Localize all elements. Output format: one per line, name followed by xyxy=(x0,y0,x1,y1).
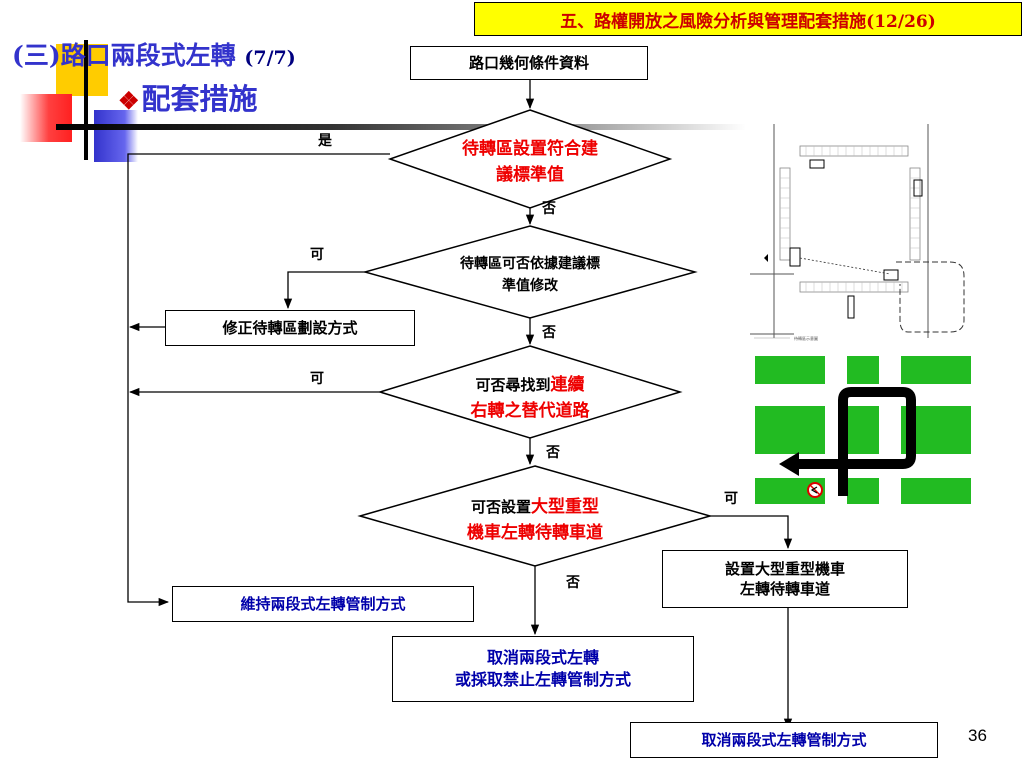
set-lane-line1: 設置大型重型機車 xyxy=(724,559,845,578)
road-block-top-left xyxy=(755,356,825,384)
start-box: 路口幾何條件資料 xyxy=(410,46,648,80)
page-subtitle: ❖配套措施 xyxy=(118,76,258,118)
decor-blue-square xyxy=(94,110,138,162)
decision1-text: 待轉區設置符合建 議標準值 xyxy=(430,136,630,189)
final-cancel-box: 取消兩段式左轉管制方式 xyxy=(630,722,938,758)
label-yes: 是 xyxy=(318,133,332,149)
decision4-highlight: 大型重型 xyxy=(531,497,599,517)
label-no-3: 否 xyxy=(546,445,560,461)
set-heavy-motorcycle-lane-box: 設置大型重型機車 左轉待轉車道 xyxy=(662,550,908,608)
road-block-top-right xyxy=(901,356,971,384)
decision1-line1: 待轉區設置符合建 xyxy=(462,139,598,159)
decor-yellow-square xyxy=(56,44,108,96)
p-turn-road-diagram xyxy=(755,356,971,504)
section-title: (三)路口兩段式左轉 (7/7) xyxy=(12,36,296,72)
decor-horizontal-rule xyxy=(56,124,746,130)
section-title-text: (三)路口兩段式左轉 xyxy=(12,41,236,70)
decision2-line1: 待轉區可否依據建議標 xyxy=(460,256,600,272)
decision3-highlight: 連續 xyxy=(550,375,585,395)
decision4-text: 可否設置大型重型 機車左轉待轉車道 xyxy=(420,494,650,547)
decor-vertical-line xyxy=(84,40,88,160)
modify-zone-box: 修正待轉區劃設方式 xyxy=(165,310,415,346)
decision4-pre: 可否設置 xyxy=(470,498,531,516)
intersection-sketch: 待轉區示意圖 xyxy=(750,124,976,342)
label-no-1: 否 xyxy=(542,201,556,217)
section-page-indicator: (7/7) xyxy=(244,47,296,69)
decision2-line2: 準值修改 xyxy=(502,277,558,294)
p-turn-path xyxy=(795,387,916,496)
cancel-box-line2: 或採取禁止左轉管制方式 xyxy=(454,670,631,689)
cancel-box-line1: 取消兩段式左轉 xyxy=(486,648,599,668)
page-number: 36 xyxy=(968,726,987,745)
label-no-4: 否 xyxy=(566,575,580,591)
set-lane-line2: 左轉待轉車道 xyxy=(739,580,830,598)
decision4-line1: 可否設置大型重型 xyxy=(420,494,650,520)
road-block-middle-left xyxy=(755,406,825,454)
road-block-top-center xyxy=(847,356,879,384)
decision3-pre: 可否尋找到 xyxy=(475,376,551,394)
road-block-bottom-right xyxy=(901,478,971,504)
left-arrow-icon xyxy=(779,452,799,476)
cancel-two-stage-box: 取消兩段式左轉 或採取禁止左轉管制方式 xyxy=(392,636,694,702)
label-can-4: 可 xyxy=(724,491,738,507)
decision3-line2: 右轉之替代道路 xyxy=(470,401,590,422)
road-block-center xyxy=(847,406,879,454)
decision4-line2: 機車左轉待轉車道 xyxy=(467,523,603,544)
diamond-bullet-icon: ❖ xyxy=(118,86,140,115)
decision3-line1: 可否尋找到連續 xyxy=(420,372,640,398)
intersection-caption: 待轉區示意圖 xyxy=(794,335,818,341)
subtitle-text: 配套措施 xyxy=(141,82,258,116)
decision2-text: 待轉區可否依據建議標 準值修改 xyxy=(410,254,650,297)
decor-red-square xyxy=(20,94,72,142)
label-can-2: 可 xyxy=(310,247,324,263)
decision1-line2: 議標準值 xyxy=(496,165,564,186)
label-no-2: 否 xyxy=(542,325,556,341)
label-can-3: 可 xyxy=(310,371,324,387)
header-banner: 五、路權開放之風險分析與管理配套措施(12/26) xyxy=(474,2,1022,36)
road-block-bottom-center xyxy=(847,478,879,504)
maintain-two-stage-box: 維持兩段式左轉管制方式 xyxy=(172,586,474,622)
decision3-text: 可否尋找到連續 右轉之替代道路 xyxy=(420,372,640,425)
